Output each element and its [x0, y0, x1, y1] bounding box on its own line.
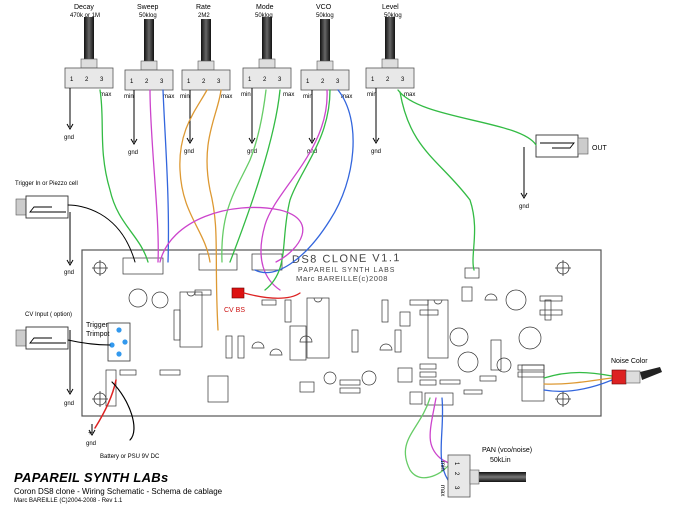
battery-label: Battery or PSU 9V DC [100, 454, 160, 460]
out-jack-label: OUT [592, 145, 608, 152]
noise-color-label: Noise Color [611, 358, 648, 365]
svg-text:max: max [100, 92, 111, 98]
pot-sweep[interactable]: Sweep 50klog 1 2 3 [124, 4, 174, 91]
svg-text:1: 1 [371, 77, 375, 83]
pcb-components [105, 253, 563, 407]
svg-text:gnd: gnd [64, 270, 74, 276]
svg-text:1: 1 [130, 79, 134, 85]
svg-text:gnd: gnd [519, 204, 529, 210]
trigger-jack[interactable]: Trigger In or Piezzo cell [15, 181, 78, 219]
pot-decay-name: Decay [74, 4, 94, 11]
svg-text:gnd: gnd [247, 149, 257, 155]
svg-text:max: max [221, 94, 232, 100]
trigger-trimpot-label-1: Trigger [86, 322, 109, 329]
pot-rate-name: Rate [196, 4, 211, 11]
svg-text:2: 2 [85, 77, 89, 83]
svg-text:gnd: gnd [184, 149, 194, 155]
pot-mode[interactable]: Mode 50klog 1 2 3 [242, 4, 292, 89]
svg-text:3: 3 [336, 79, 340, 85]
svg-text:min: min [367, 92, 377, 98]
pan-pot[interactable]: PAN (vco/noise) 50kLin 1 2 3 min max [439, 447, 532, 498]
trigger-trimpot-label-2: Trimpot [86, 331, 110, 338]
pot-level-value: 50klog [384, 13, 402, 19]
battery-connector: + Battery or PSU 9V DC [88, 430, 160, 460]
svg-text:3: 3 [100, 77, 104, 83]
svg-text:min: min [439, 461, 445, 471]
pcb-board: DS8 CLONE V1.1 PAPAREIL SYNTH LABS Marc … [81, 249, 602, 417]
pot-vco-name: VCO [316, 4, 332, 11]
mounting-holes [92, 260, 571, 407]
svg-text:1: 1 [70, 77, 74, 83]
pot-sweep-name: Sweep [137, 4, 159, 11]
svg-text:3: 3 [401, 77, 405, 83]
svg-text:min: min [241, 92, 251, 98]
svg-text:max: max [404, 92, 415, 98]
ground-symbols [66, 88, 528, 436]
svg-text:1: 1 [248, 77, 252, 83]
footer-subtitle: Coron DS8 clone - Wiring Schematic - Sch… [14, 487, 223, 496]
svg-text:gnd: gnd [128, 150, 138, 156]
svg-text:gnd: gnd [371, 149, 381, 155]
svg-text:max: max [163, 94, 174, 100]
svg-text:min: min [124, 94, 134, 100]
cv-bs-trimpot [231, 287, 245, 299]
svg-text:gnd: gnd [64, 401, 74, 407]
trigger-trimpot [107, 322, 131, 362]
svg-text:1: 1 [306, 79, 310, 85]
pan-label: PAN (vco/noise) [482, 447, 532, 454]
svg-text:2: 2 [202, 79, 206, 85]
pot-terminal-labels: max min max min max min max min max min … [100, 92, 415, 100]
pan-value: 50kLin [490, 457, 511, 464]
svg-text:2: 2 [321, 79, 325, 85]
noise-color-switch[interactable]: Noise Color [611, 358, 662, 385]
pot-level-name: Level [382, 4, 399, 11]
svg-text:3: 3 [453, 486, 459, 490]
battery-plus: + [88, 430, 92, 437]
pot-decay-value: 470k or 1M [70, 13, 100, 19]
pot-vco[interactable]: VCO 50klog 1 2 3 [300, 4, 350, 91]
svg-text:max: max [283, 92, 294, 98]
svg-text:1: 1 [453, 462, 459, 466]
pot-mode-value: 50klog [255, 13, 273, 19]
svg-text:gnd: gnd [64, 135, 74, 141]
svg-text:min: min [180, 94, 190, 100]
svg-text:1: 1 [187, 79, 191, 85]
svg-text:2: 2 [145, 79, 149, 85]
svg-text:2: 2 [453, 472, 459, 476]
footer-copyright: Marc BAREILLE (C)2004-2008 - Rev 1.1 [14, 498, 123, 504]
svg-text:3: 3 [278, 77, 282, 83]
board-maker: PAPAREIL SYNTH LABS [298, 267, 395, 274]
out-jack[interactable]: OUT [535, 134, 608, 158]
board-copyright: Marc BAREILLE(c)2008 [296, 274, 388, 283]
pot-level[interactable]: Level 50klog 1 2 3 [365, 4, 415, 89]
svg-text:2: 2 [386, 77, 390, 83]
wires [67, 89, 613, 481]
svg-text:max: max [341, 94, 352, 100]
svg-text:2: 2 [263, 77, 267, 83]
pot-rate[interactable]: Rate 2M2 1 2 3 [181, 4, 231, 91]
svg-text:max: max [439, 485, 445, 496]
cv-jack[interactable]: CV Input ( option) [15, 312, 72, 350]
svg-text:gnd: gnd [307, 149, 317, 155]
cv-bs-label: CV BS [224, 307, 245, 314]
trigger-jack-label: Trigger In or Piezzo cell [15, 181, 78, 187]
footer-title: PAPAREIL SYNTH LABs [14, 470, 169, 485]
cv-jack-label: CV Input ( option) [25, 312, 72, 318]
svg-text:gnd: gnd [86, 441, 96, 447]
board-title: DS8 CLONE V1.1 [292, 252, 401, 266]
pot-vco-value: 50klog [316, 13, 334, 19]
svg-text:3: 3 [160, 79, 164, 85]
pot-decay[interactable]: Decay 470k or 1M 1 2 3 [64, 4, 114, 89]
gnd-labels: gnd gnd gnd gnd gnd gnd gnd gnd gnd gnd [64, 135, 529, 447]
pot-sweep-value: 50klog [139, 13, 157, 19]
svg-text:3: 3 [217, 79, 221, 85]
pot-mode-name: Mode [256, 4, 274, 11]
svg-text:min: min [303, 94, 313, 100]
pot-rate-value: 2M2 [198, 13, 210, 19]
